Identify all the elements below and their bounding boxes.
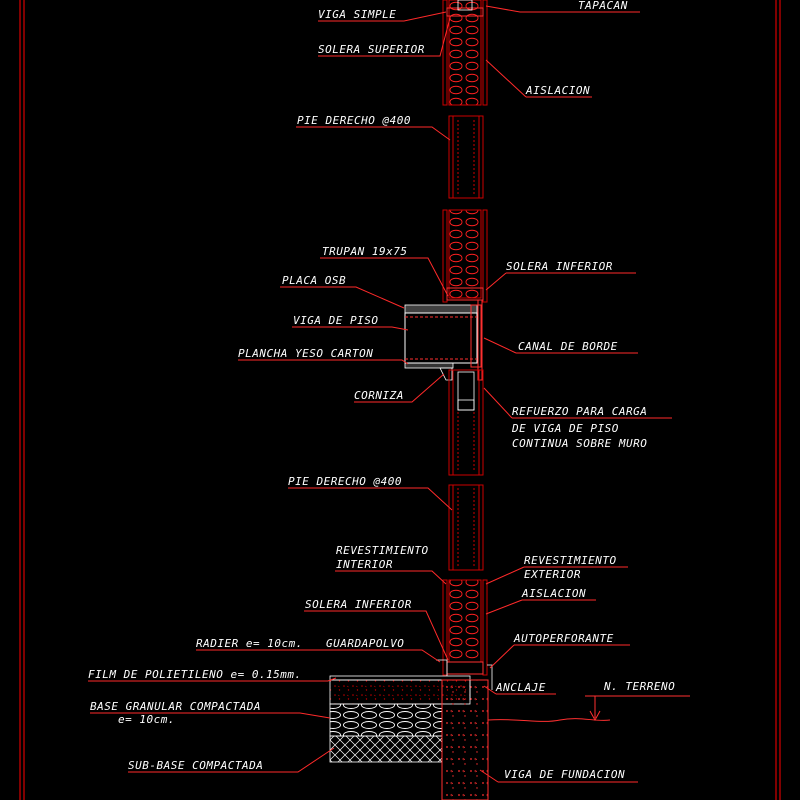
label-corniza: CORNIZA bbox=[354, 389, 404, 402]
label-refuerzo-3: CONTINUA SOBRE MURO bbox=[512, 437, 647, 450]
label-plancha-yeso: PLANCHA YESO CARTON bbox=[238, 347, 373, 360]
reinforcement-stud bbox=[448, 369, 484, 476]
label-solera-superior: SOLERA SUPERIOR bbox=[318, 43, 425, 56]
wall-upper bbox=[442, 0, 488, 106]
stud-upper bbox=[448, 115, 484, 199]
label-refuerzo-2: DE VIGA DE PISO bbox=[511, 422, 619, 435]
label-sub-base: SUB-BASE COMPACTADA bbox=[128, 759, 263, 772]
label-revestimiento-interior-1: REVESTIMIENTO bbox=[336, 544, 429, 557]
label-viga-de-piso: VIGA DE PISO bbox=[293, 314, 378, 327]
drawing-frame bbox=[19, 0, 781, 800]
label-pie-derecho-bottom: PIE DERECHO @400 bbox=[288, 475, 402, 488]
label-solera-inferior-top: SOLERA INFERIOR bbox=[506, 260, 613, 273]
label-trupan: TRUPAN 19x75 bbox=[322, 245, 407, 258]
terrain-level bbox=[487, 695, 690, 722]
wall-lower bbox=[436, 579, 493, 690]
label-pie-derecho-top: PIE DERECHO @400 bbox=[297, 114, 411, 127]
label-anclaje: ANCLAJE bbox=[495, 681, 546, 694]
wall-middle bbox=[442, 209, 488, 303]
label-radier: RADIER e= 10cm. bbox=[196, 637, 303, 650]
label-viga-fundacion: VIGA DE FUNDACION bbox=[504, 768, 625, 781]
label-guardapolvo: GUARDAPOLVO bbox=[326, 637, 404, 650]
label-revestimiento-interior-2: INTERIOR bbox=[336, 558, 393, 571]
leader-lines bbox=[88, 5, 672, 783]
label-base-granular-2: e= 10cm. bbox=[118, 713, 175, 726]
label-autoperforante: AUTOPERFORANTE bbox=[513, 632, 614, 645]
label-solera-inferior-bottom: SOLERA INFERIOR bbox=[305, 598, 412, 611]
label-canal-de-borde: CANAL DE BORDE bbox=[518, 340, 618, 353]
stud-lower bbox=[448, 484, 484, 571]
label-aislacion-top: AISLACION bbox=[525, 84, 590, 97]
label-viga-simple: VIGA SIMPLE bbox=[318, 8, 396, 21]
label-film: FILM DE POLIETILENO e= 0.15mm. bbox=[88, 668, 302, 681]
label-placa-osb: PLACA OSB bbox=[282, 274, 346, 287]
label-aislacion-bottom: AISLACION bbox=[521, 587, 586, 600]
label-n-terreno: N. TERRENO bbox=[603, 680, 675, 693]
annotations: VIGA SIMPLE TAPACAN SOLERA SUPERIOR AISL… bbox=[88, 0, 675, 781]
label-revestimiento-exterior-2: EXTERIOR bbox=[524, 568, 581, 581]
floor-joist bbox=[404, 299, 483, 381]
label-base-granular-1: BASE GRANULAR COMPACTADA bbox=[90, 700, 261, 713]
foundation bbox=[329, 675, 489, 800]
label-revestimiento-exterior-1: REVESTIMIENTO bbox=[524, 554, 617, 567]
label-tapacan: TAPACAN bbox=[578, 0, 628, 12]
label-refuerzo-1: REFUERZO PARA CARGA bbox=[512, 405, 647, 418]
